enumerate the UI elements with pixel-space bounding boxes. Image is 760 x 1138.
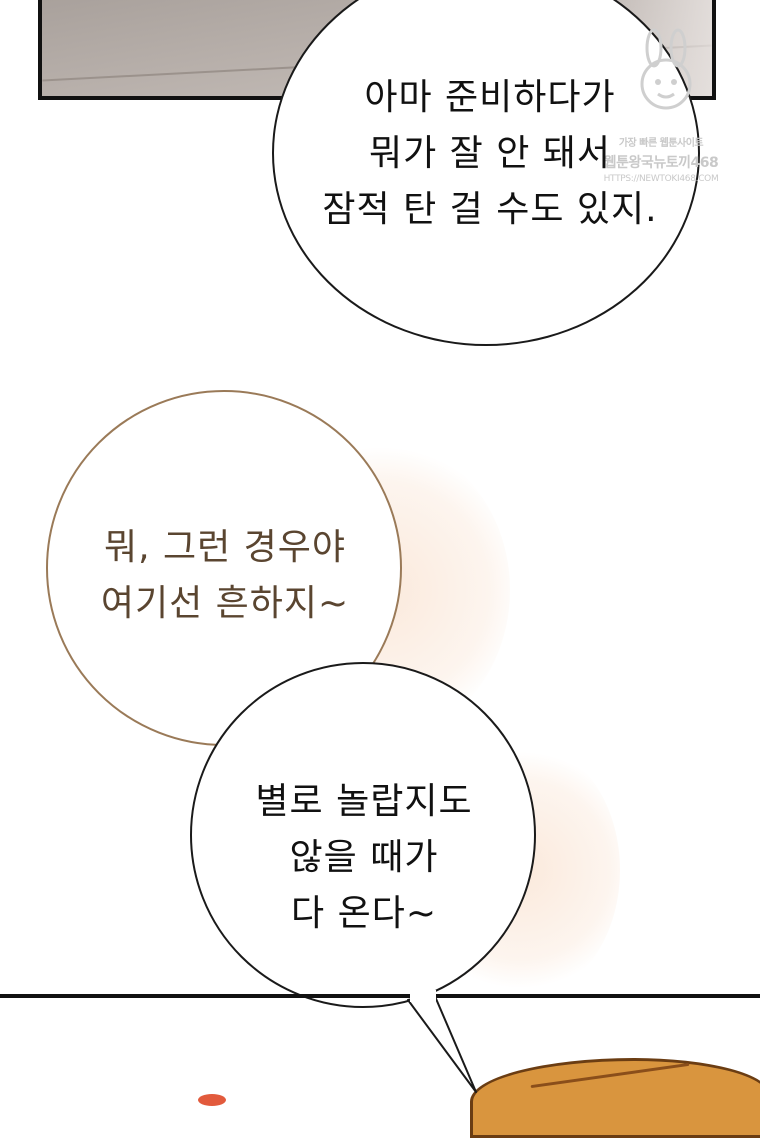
bubble-1-line: 아마 준비하다가: [364, 77, 616, 118]
bubble-2-text: 뭐, 그런 경우야 여기선 흔하지~: [60, 520, 390, 632]
bubble-1-text: 아마 준비하다가 뭐가 잘 안 돼서 잠적 탄 걸 수도 있지.: [300, 70, 680, 238]
bubble-2-line: 여기선 흔하지~: [100, 583, 350, 624]
bubble-3-line: 별로 놀랍지도: [255, 781, 473, 822]
watermark-line-2: 웹툰왕국뉴토끼468: [603, 155, 719, 171]
bubble-1-line: 잠적 탄 걸 수도 있지.: [322, 189, 658, 230]
bubble-3-text: 별로 놀랍지도 않을 때가 다 온다~: [196, 774, 532, 942]
bubble-3-line: 않을 때가: [289, 837, 439, 878]
bubble-1-line: 뭐가 잘 안 돼서: [368, 133, 612, 174]
watermark-line-1: 가장 빠른 웹툰사이트: [618, 138, 704, 149]
mascot-icon: [640, 28, 692, 110]
red-accent: [198, 1094, 226, 1106]
bubble-2-line: 뭐, 그런 경우야: [103, 527, 347, 568]
panel-divider: [0, 994, 760, 998]
character-hair: [470, 1058, 760, 1138]
watermark: 가장 빠른 웹툰사이트 웹툰왕국뉴토끼468 HTTPS://NEWTOKI46…: [596, 28, 736, 198]
speech-bubble-3: [190, 662, 536, 1008]
speech-bubble-1: [272, 0, 700, 346]
watermark-line-3: HTTPS://NEWTOKI468.COM: [603, 174, 719, 184]
bubble-3-line: 다 온다~: [291, 893, 437, 934]
